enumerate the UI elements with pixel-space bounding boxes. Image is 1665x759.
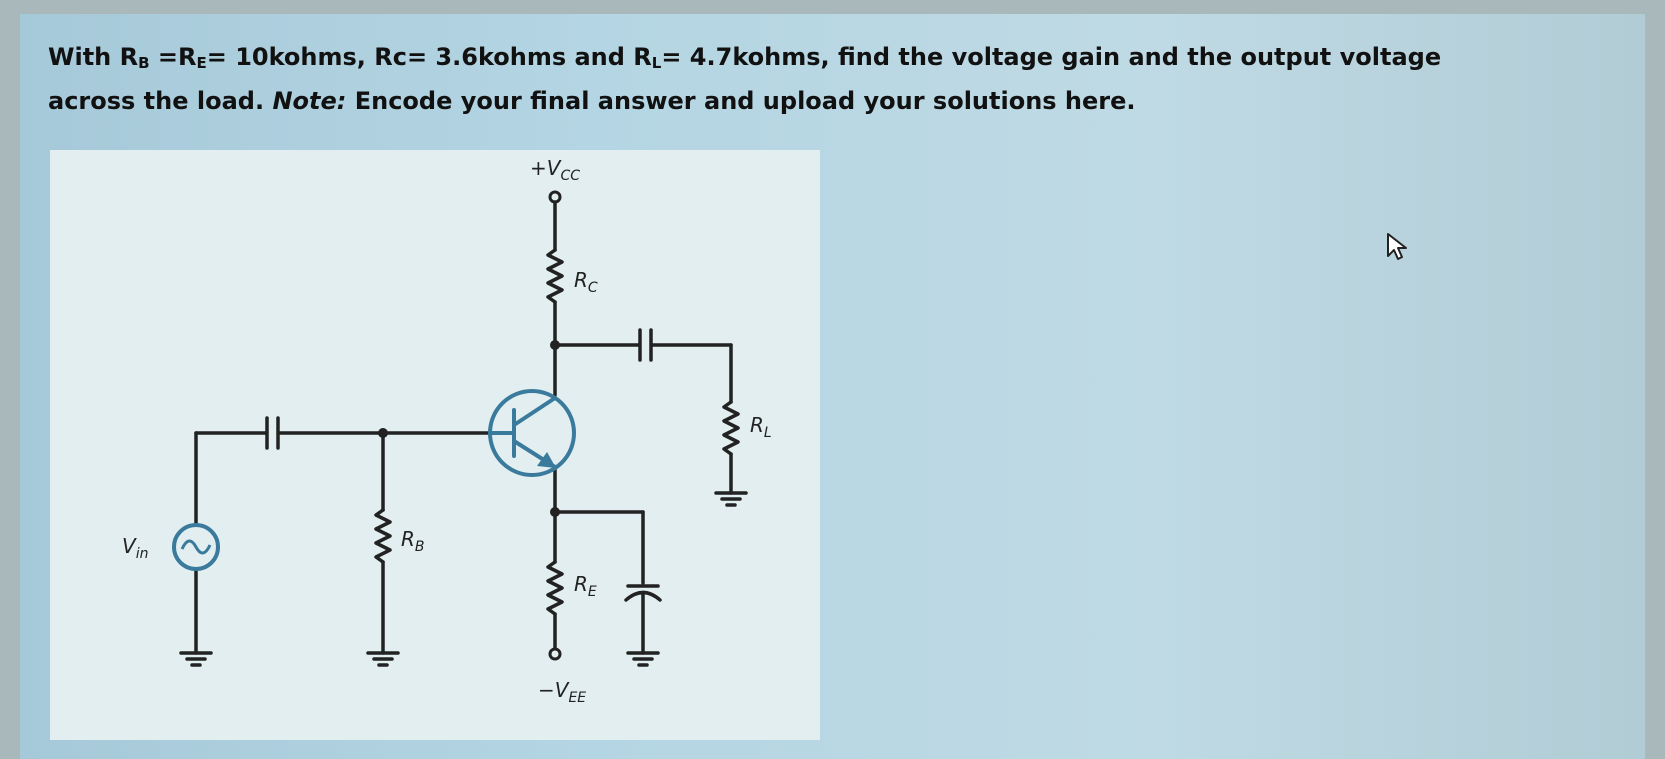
question-text-part: across the load. <box>48 87 273 115</box>
question-text: With RB =RE= 10kohms, Rc= 3.6kohms and R… <box>48 38 1608 120</box>
question-text-part: = 4.7kohms, find the voltage gain and th… <box>661 43 1442 71</box>
question-text-part: =R <box>149 43 197 71</box>
question-text-part: = 10kohms, Rc= 3.6kohms and R <box>206 43 652 71</box>
rb-resistor <box>374 508 392 564</box>
subscript-e: E <box>196 54 207 72</box>
question-line-1: With RB =RE= 10kohms, Rc= 3.6kohms and R… <box>48 43 1442 72</box>
vin-label: Vin <box>122 534 148 562</box>
note-label: Note: <box>272 87 347 115</box>
rl-label: RL <box>750 413 772 441</box>
re-resistor <box>546 560 564 616</box>
question-line-2: across the load. Note: Encode your final… <box>48 87 1136 115</box>
subscript-l: L <box>651 54 662 72</box>
question-text-part: With R <box>48 43 139 71</box>
subscript-b: B <box>138 54 150 72</box>
rc-label: RC <box>574 268 598 296</box>
transistor-emitter-arrow <box>537 452 556 468</box>
re-label: RE <box>574 572 597 600</box>
transistor-collector-lead <box>512 396 557 427</box>
vcc-label: +VCC <box>530 156 580 184</box>
ac-source <box>172 523 220 571</box>
vee-terminal <box>548 647 562 661</box>
collector-junction-dot <box>550 340 560 350</box>
rb-label: RB <box>401 527 425 555</box>
mouse-pointer-icon <box>1387 233 1407 260</box>
circuit-diagram-panel <box>50 150 820 740</box>
bypass-cap-plate-curved <box>624 590 662 602</box>
ac-source-wave <box>180 539 212 555</box>
rl-resistor <box>722 400 740 456</box>
emitter-junction-dot <box>550 507 560 517</box>
vee-label: −VEE <box>538 678 586 706</box>
question-text-part: Encode your final answer and upload your… <box>346 87 1136 115</box>
base-junction-dot <box>378 428 388 438</box>
rc-resistor <box>546 248 564 304</box>
